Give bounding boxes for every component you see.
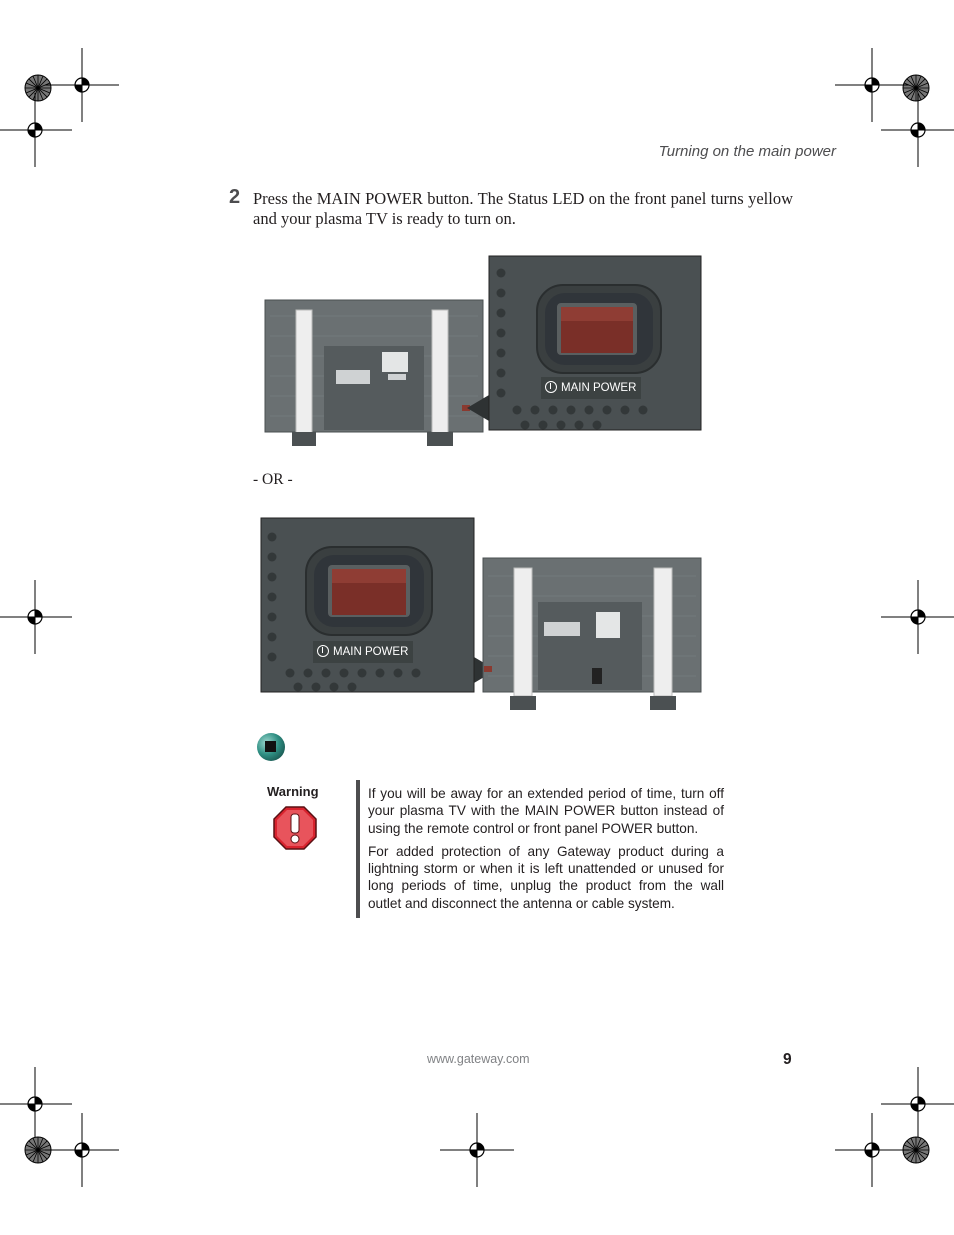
power-symbol-icon [545,380,557,393]
step-number: 2 [229,186,241,208]
main-power-closeup-top [467,255,702,431]
running-header: Turning on the main power [658,143,836,160]
main-power-label-top: MAIN POWER [541,377,642,399]
warning-divider [356,780,360,918]
stop-sign-exclamation-icon [273,806,317,850]
power-symbol-icon [317,644,329,657]
step-instruction: Press the MAIN POWER button. The Status … [253,189,793,228]
warning-paragraph: If you will be away for an extended peri… [368,786,724,836]
end-of-section-icon [257,733,285,761]
warning-text: If you will be away for an extended peri… [368,785,724,918]
main-power-closeup-bottom [260,517,496,693]
page-number: 9 [783,1051,792,1068]
tv-rear-photo-bottom [482,557,702,710]
warning-paragraph: For added protection of any Gateway prod… [368,843,724,911]
footer-url: www.gateway.com [427,1052,530,1066]
main-power-label-text: MAIN POWER [333,646,409,658]
tv-rear-photo-top [264,299,484,446]
warning-label: Warning [267,784,319,799]
or-separator: - OR - [253,471,293,488]
main-power-label-text: MAIN POWER [561,382,637,394]
main-power-label-bottom: MAIN POWER [313,641,414,663]
